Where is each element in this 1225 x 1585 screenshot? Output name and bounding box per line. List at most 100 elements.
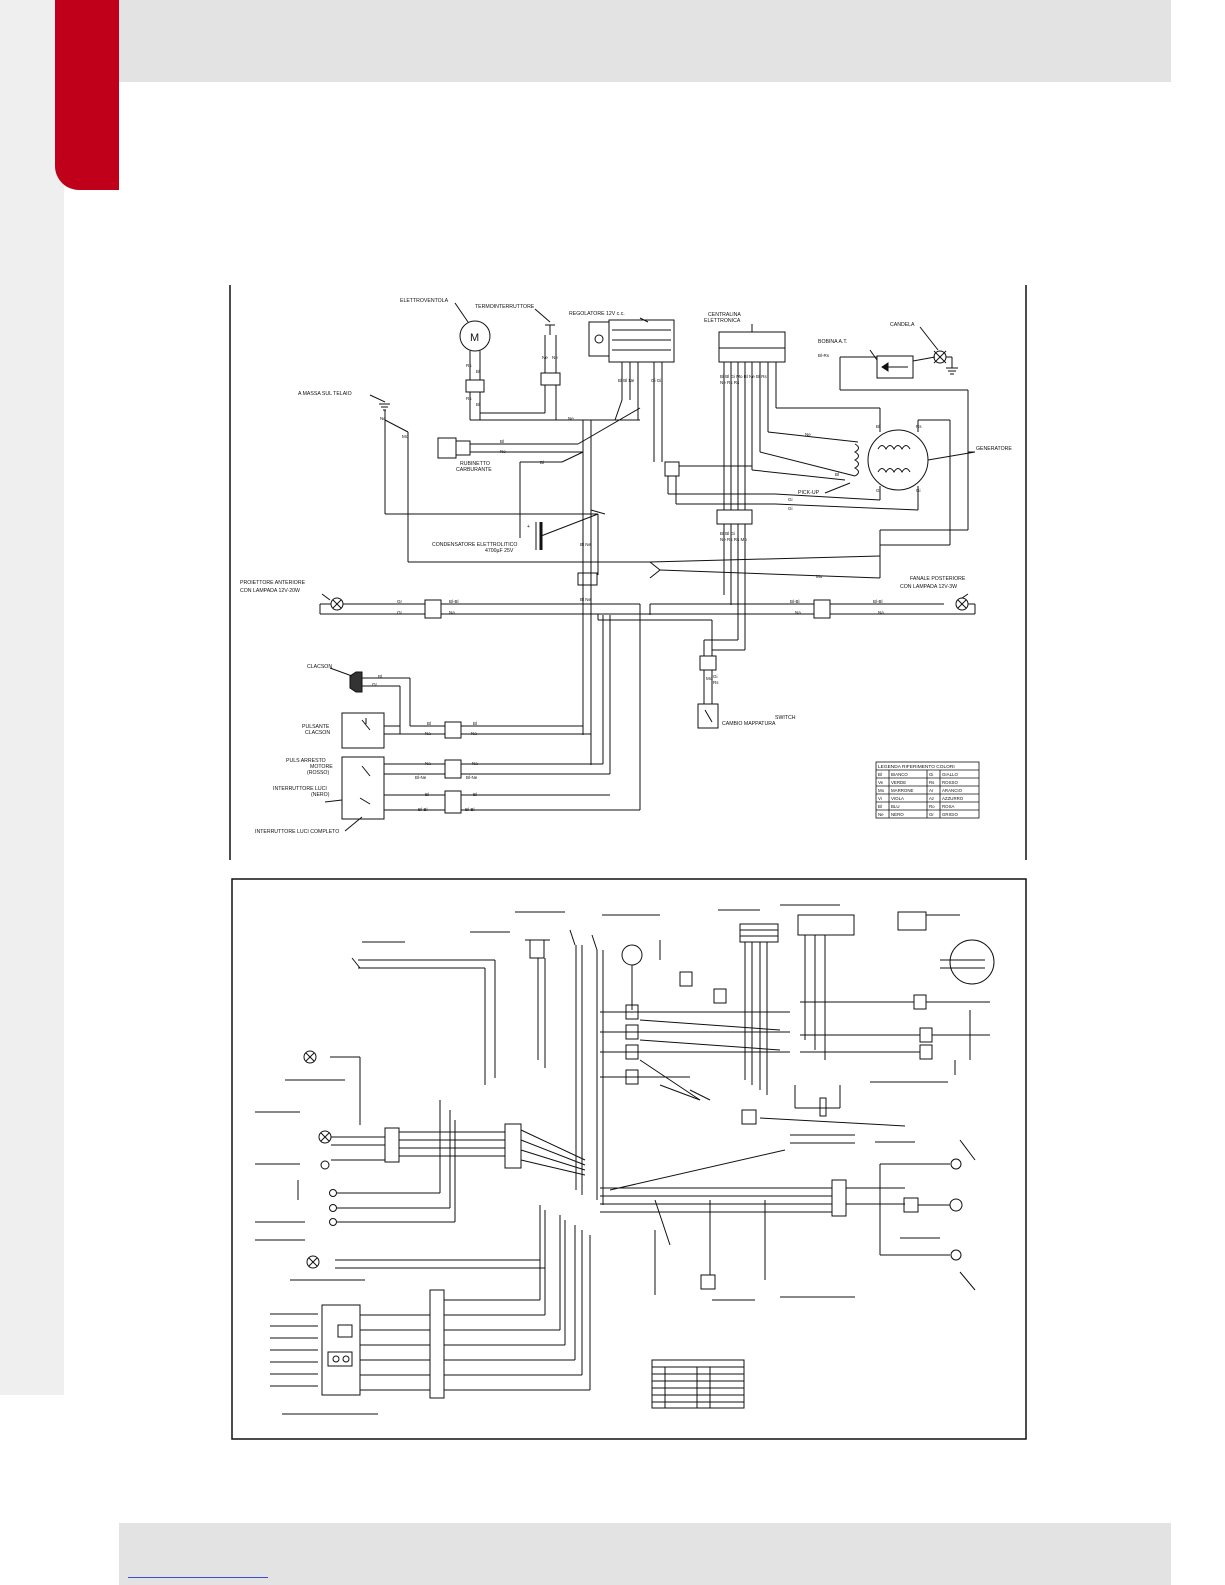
wire-gr: Gr [397, 599, 403, 604]
footer-link-underline [128, 1577, 268, 1578]
footer-band [119, 1523, 1171, 1585]
wire-bl: Bl [473, 721, 477, 726]
wire-bl: Bl [427, 721, 431, 726]
wire-ne: Ne [500, 449, 506, 454]
wire-na: Na [472, 761, 478, 766]
label-proiettore: PROIETTORE ANTERIORE [240, 580, 306, 586]
wire-bl-na: Bl-Ne [466, 775, 478, 780]
legend-cell: AZZURRO [942, 796, 964, 801]
legend-cell: Az [929, 796, 934, 801]
wire-ne: Ne [380, 416, 386, 421]
wire-plus: + [527, 524, 530, 530]
wire-bl-bl: Bl-Bl [790, 599, 800, 604]
wire-regolatore-gi: Gi Gi [651, 378, 661, 383]
label-pulsante-2: CLACSON [305, 730, 330, 736]
label-luci: INTERRUTTORE LUCI [273, 786, 327, 792]
legend-cell: Vi [878, 796, 882, 801]
wire-ne: Ne [552, 355, 558, 360]
legend-cell: ROSSO [942, 780, 958, 785]
label-fanale-2: CON LAMPADA 12V-3W [900, 584, 957, 590]
wire-gi: Gi [788, 497, 793, 502]
label-clacson: CLACSON [307, 664, 332, 670]
wire-bl-bl: Bl-Bl [873, 599, 883, 604]
label-bobina: BOBINA A.T. [818, 339, 847, 345]
legend-cell: BIANCO [891, 772, 908, 777]
wire-gr: Gr [397, 610, 403, 615]
legend-cell: GIALLO [942, 772, 958, 777]
wire-rs: Rs [916, 424, 922, 429]
wiring-diagram-unlabeled [231, 878, 1027, 1440]
label-fanale: FANALE POSTERIORE [910, 576, 966, 582]
wire-bl: Bl [473, 792, 477, 797]
label-centralina: CENTRALINA [708, 312, 741, 318]
header-band [119, 0, 1171, 82]
legend-cell: MARRONE [891, 788, 914, 793]
wire-bl: Bl [378, 674, 382, 679]
wire-bl: Bl [476, 369, 480, 374]
label-rubinetto: RUBINETTO [460, 461, 490, 467]
label-condensatore: CONDENSATORE ELETTROLITICO [432, 542, 517, 548]
label-pulsante: PULSANTE [302, 724, 330, 730]
wire-gr: Gr [372, 682, 378, 687]
wire-rs: Rs [466, 396, 472, 401]
legend-cell: Bl [878, 804, 882, 809]
legend-cell: GRIGIO [942, 812, 958, 817]
label-arresto-2: MOTORE [310, 764, 333, 770]
label-proiettore-2: CON LAMPADA 12V-20W [240, 588, 300, 594]
label-termointerruttore: TERMOINTERRUTTORE [475, 304, 535, 310]
wire-mo: Mo [706, 676, 713, 681]
wire-na: Na [471, 731, 477, 736]
legend-cell: ARANCIO [942, 788, 963, 793]
label-pickup: PICK-UP [798, 490, 820, 496]
label-arresto: PULS ARRESTO [286, 758, 326, 764]
wire-bl-rs: Bl-Rs [818, 353, 830, 358]
wire-ne: Ne [805, 432, 811, 437]
legend-cell: BLU [891, 804, 900, 809]
wire-bl-ne-lower: Bl Ne [580, 597, 592, 602]
wire-regolatore-pins: Bl Bl Ne [618, 378, 635, 383]
wire-connector-pins: Bl Bl Gi [720, 531, 735, 536]
wire-centralina-pins-2: Ne Rs Rs [720, 380, 740, 385]
wire-bl: Bl [540, 460, 544, 465]
wire-bl: Bl [500, 439, 504, 444]
label-condensatore-2: 4700µF 25V [485, 548, 514, 554]
wire-bl: Bl [425, 792, 429, 797]
wire-na: Na [449, 610, 455, 615]
wire-connector-pins-2: Ne Rs Rs Mo [720, 537, 747, 542]
legend-cell: Ar [929, 788, 934, 793]
wire-rs: Rs [713, 680, 719, 685]
wire-ne: Ne [542, 355, 548, 360]
label-rubinetto-2: CARBURANTE [456, 467, 492, 473]
wire-mo: Mo [816, 574, 823, 579]
label-arresto-3: (ROSSO) [307, 770, 329, 776]
legend-cell: VIOLA [891, 796, 904, 801]
wire-bl-bl: Bl-Bl [418, 807, 428, 812]
label-switch-2: CAMBIO MAPPATURA [722, 721, 776, 727]
wire-bl: Bl [876, 424, 880, 429]
label-switch: SWITCH [775, 715, 796, 721]
label-generatore: GENERATORE [976, 446, 1012, 452]
wiring-diagram-labeled: ELETTROVENTOLA TERMOINTERRUTTORE REGOLAT… [229, 285, 1027, 860]
wire-bl-bl: Bl-Bl [449, 599, 459, 604]
wire-gi: Gi [916, 488, 921, 493]
label-centralina-2: ELETTRONICA [704, 318, 741, 324]
legend-cell: Gi [929, 772, 933, 777]
wire-gi: Gi [876, 488, 881, 493]
chapter-tab [55, 0, 119, 190]
legend-cell: Bl [878, 772, 882, 777]
legend-cell: ROSA [942, 804, 955, 809]
label-candela: CANDELA [890, 322, 915, 328]
fan-motor-symbol [459, 320, 491, 352]
wire-na: Na [878, 610, 884, 615]
label-elettroventola: ELETTROVENTOLA [400, 298, 449, 304]
label-luci-2: (NERO) [311, 792, 330, 798]
wire-rs: Rs [466, 363, 472, 368]
wire-gi: Gi [788, 506, 793, 511]
legend-cell: Ro [929, 804, 935, 809]
left-rail [0, 0, 64, 1395]
legend-cell: Rs [929, 780, 935, 785]
wire-mo: Mo [402, 434, 409, 439]
legend-cell: NERO [891, 812, 904, 817]
legend-cell: Gr [929, 812, 934, 817]
